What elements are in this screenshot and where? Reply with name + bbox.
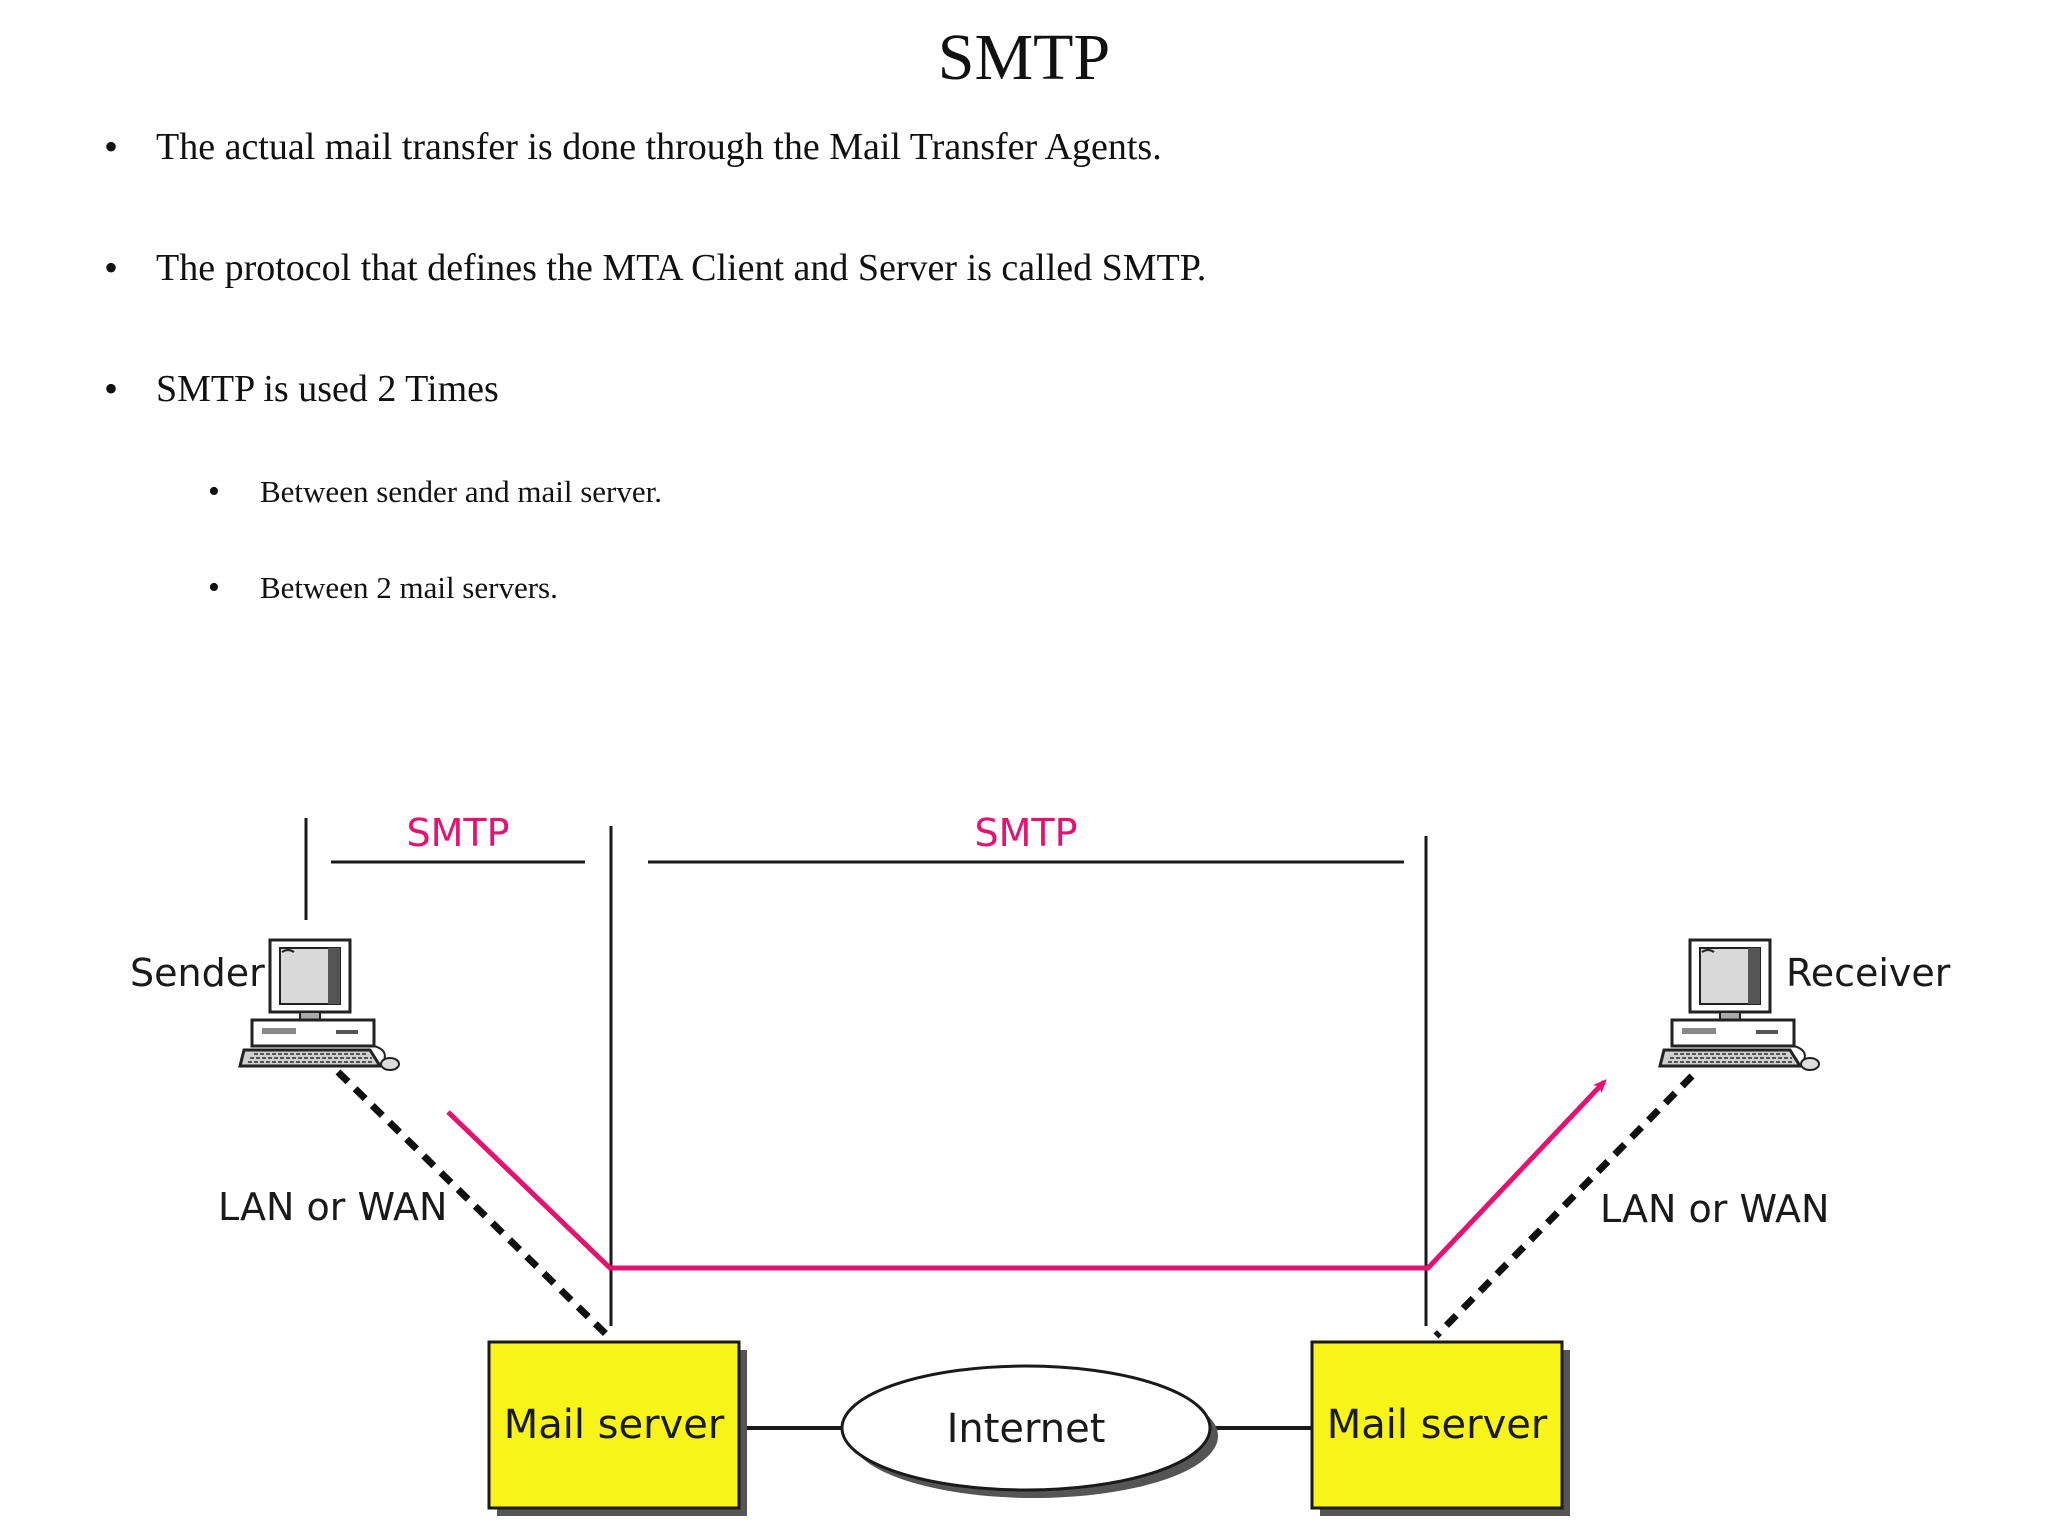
mail-server-right: Mail server — [1310, 1340, 1570, 1516]
bullet-item: • The actual mail transfer is done throu… — [104, 124, 1162, 170]
internet-ellipse: Internet — [840, 1364, 1218, 1498]
bullet-item: • The protocol that defines the MTA Clie… — [104, 245, 1207, 291]
sender-label: Sender — [130, 951, 265, 995]
bullet-text: Between sender and mail server. — [260, 474, 662, 509]
bullet-text: SMTP is used 2 Times — [156, 368, 499, 410]
mail-server-left-label: Mail server — [504, 1402, 725, 1448]
lan-wan-link-left — [335, 1069, 615, 1343]
bullet-dot: • — [104, 366, 119, 411]
sub-bullet-item: • Between 2 mail servers. — [208, 568, 558, 608]
bullet-dot: • — [104, 245, 119, 290]
bullet-dot: • — [208, 569, 220, 606]
mail-server-right-label: Mail server — [1327, 1402, 1548, 1448]
bullet-item: • SMTP is used 2 Times — [104, 366, 499, 412]
internet-label: Internet — [947, 1406, 1106, 1452]
lan-wan-label-left: LAN or WAN — [218, 1185, 447, 1229]
bullet-dot: • — [208, 473, 220, 510]
smtp-message-path — [446, 1079, 1607, 1271]
bullet-text: The actual mail transfer is done through… — [156, 126, 1162, 168]
receiver-label: Receiver — [1786, 951, 1951, 995]
smtp-label-left: SMTP — [406, 811, 509, 855]
mail-server-left: Mail server — [487, 1340, 747, 1516]
slide-title: SMTP — [937, 21, 1111, 94]
lan-wan-link-right — [1433, 1073, 1695, 1339]
smtp-label-middle: SMTP — [974, 811, 1077, 855]
bullet-text: Between 2 mail servers. — [260, 570, 558, 605]
bullet-dot: • — [104, 124, 119, 169]
sub-bullet-item: • Between sender and mail server. — [208, 472, 662, 512]
bullet-text: The protocol that defines the MTA Client… — [156, 247, 1207, 289]
lan-wan-label-right: LAN or WAN — [1600, 1187, 1829, 1231]
